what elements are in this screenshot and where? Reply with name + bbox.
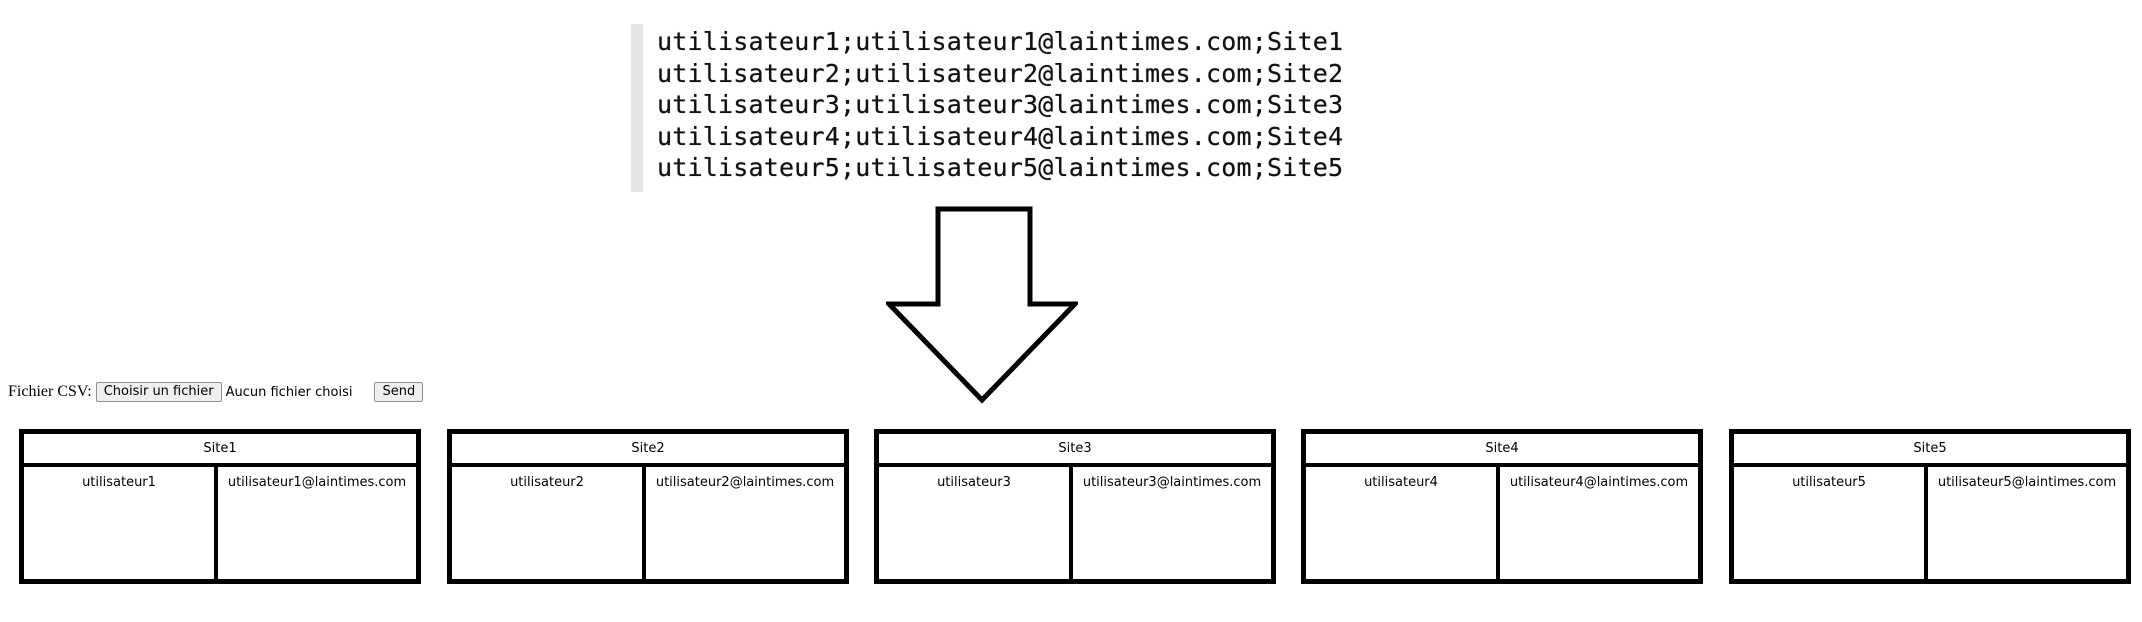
user-cell: utilisateur5 bbox=[1734, 467, 1928, 579]
choose-file-button[interactable]: Choisir un fichier bbox=[95, 382, 222, 402]
site-table: Site3 utilisateur3 utilisateur3@laintime… bbox=[874, 429, 1276, 584]
site-table: Site4 utilisateur4 utilisateur4@laintime… bbox=[1301, 429, 1703, 584]
csv-preview: utilisateur1;utilisateur1@laintimes.com;… bbox=[631, 24, 1351, 192]
table-row: utilisateur5 utilisateur5@laintimes.com bbox=[1734, 467, 2126, 579]
send-button[interactable]: Send bbox=[374, 382, 424, 402]
user-cell: utilisateur4 bbox=[1306, 467, 1500, 579]
down-arrow-icon bbox=[886, 206, 1078, 404]
user-cell: utilisateur3 bbox=[879, 467, 1073, 579]
site-title: Site4 bbox=[1306, 434, 1698, 467]
email-cell: utilisateur1@laintimes.com bbox=[227, 475, 407, 490]
site-title: Site2 bbox=[452, 434, 844, 467]
csv-file-label: Fichier CSV: bbox=[8, 383, 92, 400]
file-status-text: Aucun fichier choisi bbox=[225, 384, 353, 400]
email-cell: utilisateur3@laintimes.com bbox=[1082, 475, 1262, 490]
table-row: utilisateur1 utilisateur1@laintimes.com bbox=[24, 467, 416, 579]
csv-line: utilisateur1;utilisateur1@laintimes.com;… bbox=[657, 27, 1344, 56]
table-row: utilisateur2 utilisateur2@laintimes.com bbox=[452, 467, 844, 579]
site-table: Site1 utilisateur1 utilisateur1@laintime… bbox=[19, 429, 421, 584]
site-title: Site5 bbox=[1734, 434, 2126, 467]
email-cell: utilisateur4@laintimes.com bbox=[1509, 475, 1689, 490]
email-cell: utilisateur5@laintimes.com bbox=[1937, 475, 2117, 490]
csv-line: utilisateur4;utilisateur4@laintimes.com;… bbox=[657, 121, 1344, 151]
user-cell: utilisateur1 bbox=[24, 467, 218, 579]
email-cell: utilisateur2@laintimes.com bbox=[655, 475, 835, 490]
site-title: Site3 bbox=[879, 434, 1271, 467]
site-title: Site1 bbox=[24, 434, 416, 467]
table-row: utilisateur4 utilisateur4@laintimes.com bbox=[1306, 467, 1698, 579]
csv-upload-form: Fichier CSV: Choisir un fichier Aucun fi… bbox=[8, 380, 424, 404]
site-tables: Site1 utilisateur1 utilisateur1@laintime… bbox=[19, 429, 2131, 584]
table-row: utilisateur3 utilisateur3@laintimes.com bbox=[879, 467, 1271, 579]
csv-line: utilisateur3;utilisateur3@laintimes.com;… bbox=[657, 90, 1344, 119]
site-table: Site5 utilisateur5 utilisateur5@laintime… bbox=[1729, 429, 2131, 584]
user-cell: utilisateur2 bbox=[452, 467, 646, 579]
site-table: Site2 utilisateur2 utilisateur2@laintime… bbox=[447, 429, 849, 584]
csv-line: utilisateur2;utilisateur2@laintimes.com;… bbox=[657, 58, 1344, 88]
csv-line: utilisateur5;utilisateur5@laintimes.com;… bbox=[657, 153, 1344, 182]
